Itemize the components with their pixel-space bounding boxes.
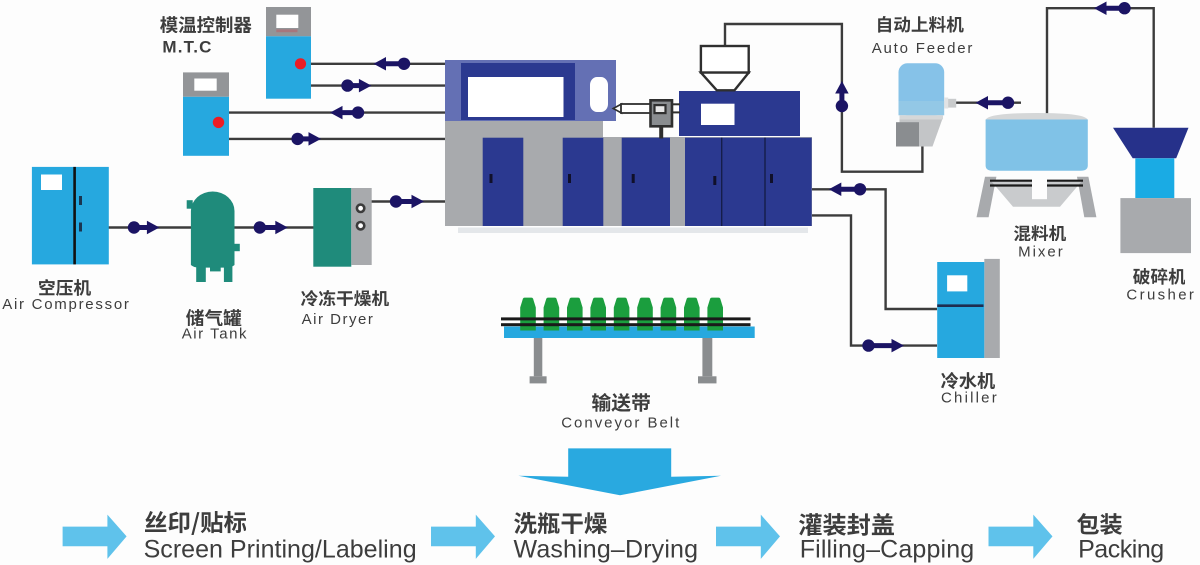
svg-text:Screen Printing/Labeling: Screen Printing/Labeling	[144, 536, 417, 564]
svg-text:Auto Feeder: Auto Feeder	[872, 40, 973, 57]
svg-text:Conveyor Belt: Conveyor Belt	[561, 414, 680, 431]
svg-text:Crusher: Crusher	[1126, 286, 1194, 303]
svg-text:Air Compressor: Air Compressor	[2, 296, 129, 313]
svg-text:Packing: Packing	[1078, 536, 1164, 564]
svg-text:Air Tank: Air Tank	[182, 325, 247, 342]
svg-text:Chiller: Chiller	[941, 390, 997, 407]
svg-text:Washing–Drying: Washing–Drying	[514, 536, 699, 564]
svg-text:Mixer: Mixer	[1018, 244, 1063, 261]
svg-text:M.T.C: M.T.C	[162, 38, 211, 57]
svg-text:Filling–Capping: Filling–Capping	[800, 536, 975, 564]
svg-text:Air Dryer: Air Dryer	[302, 311, 373, 328]
